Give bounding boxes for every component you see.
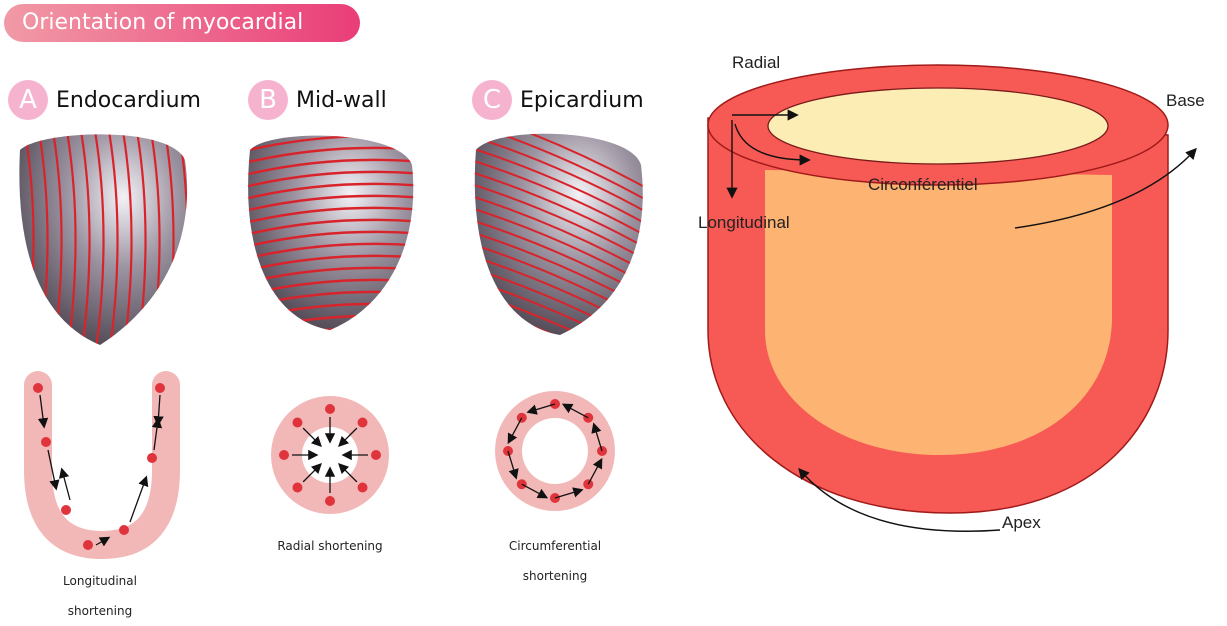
fiber-dot (325, 404, 335, 414)
panel-b-caption-line1: Radial shortening (250, 531, 410, 561)
label-circumferential: Circonférentiel (868, 175, 978, 194)
radial-shortening-diagram (271, 396, 389, 514)
label-radial: Radial (732, 53, 780, 72)
fiber-dot (279, 450, 289, 460)
endocardium-heart-illustration (10, 125, 202, 350)
panel-a-caption: Longitudinal shortening (30, 566, 170, 626)
fiber-stroke (240, 328, 425, 344)
panel-a-caption-line1: Longitudinal (30, 566, 170, 596)
mid-wall-heart-illustration (240, 124, 425, 344)
longitudinal-shortening-diagram (33, 383, 166, 550)
panel-b-caption: Radial shortening (250, 531, 410, 561)
fiber-dot (325, 496, 335, 506)
fiber-dot (292, 417, 302, 427)
fiber-dot (358, 417, 368, 427)
diagram-canvas: Radial Base Circonférentiel Longitudinal… (0, 0, 1227, 613)
fiber-stroke (10, 125, 20, 350)
panel-c-caption-line2: shortening (480, 561, 630, 591)
label-base: Base (1166, 91, 1205, 110)
fiber-dot (358, 483, 368, 493)
panel-a-caption-line2: shortening (30, 596, 170, 626)
circumferential-shortening-diagram (495, 391, 615, 511)
panel-c-caption: Circumferential shortening (480, 531, 630, 591)
fiber-dot (371, 450, 381, 460)
label-apex: Apex (1002, 513, 1041, 532)
panel-c-caption-line1: Circumferential (480, 531, 630, 561)
fiber-dot (292, 483, 302, 493)
fiber-stroke (192, 125, 202, 350)
heart-cross-section (708, 65, 1195, 531)
label-longitudinal: Longitudinal (698, 213, 790, 232)
